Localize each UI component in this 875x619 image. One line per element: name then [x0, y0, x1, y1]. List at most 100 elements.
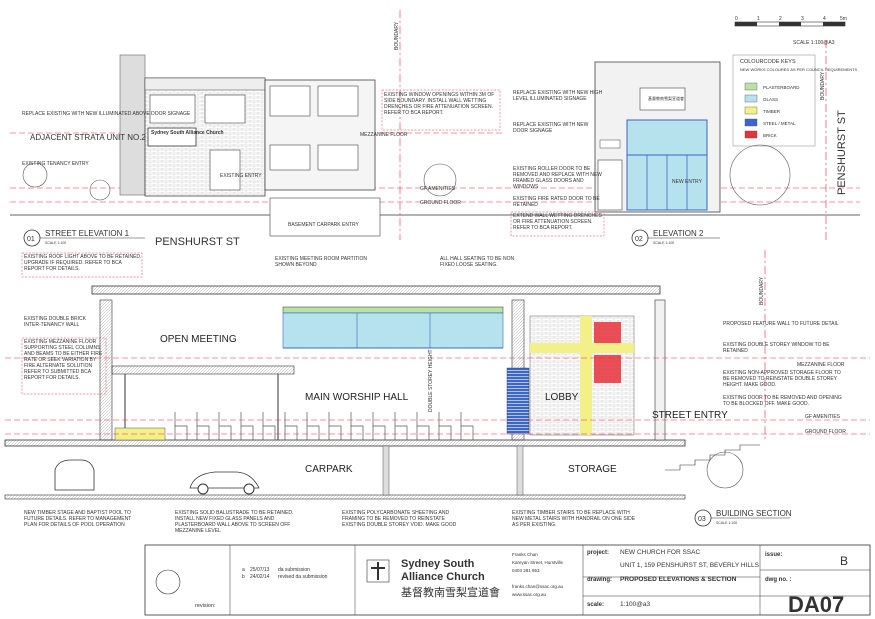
- church-name-cn: 基督教南雪梨宣道會: [401, 585, 500, 599]
- room-lobby: LOBBY: [545, 392, 579, 403]
- scale-label: scale:: [587, 602, 604, 608]
- room-worship-hall: MAIN WORSHIP HALL: [305, 392, 409, 403]
- title-block: revision: a 25/07/13 da submission b 24/02/1…: [144, 544, 871, 617]
- note-roof-light: EXISTING ROOF LIGHT ABOVE TO BE RETAINED…: [24, 254, 142, 272]
- church-name-2: Alliance Church: [401, 571, 485, 583]
- project-address: UNIT 1, 159 PENSHURST ST, BEVERLY HILLS: [620, 562, 760, 569]
- project-name: NEW CHURCH FOR SSAC: [620, 549, 700, 556]
- revision-date: 25/07/13: [250, 567, 270, 573]
- chair-icon: [174, 412, 188, 440]
- church-sign-text: Sydney South Alliance Church: [151, 130, 224, 136]
- drawing-label: drawing:: [587, 577, 612, 583]
- note-mezz-floor: EXISTING MEZZANINE FLOOR SUPPORTING STEE…: [24, 339, 103, 381]
- scale-tick-1: 1: [757, 16, 760, 22]
- colour-key-label: TIMBER: [763, 109, 781, 114]
- scale-tick-5: 5m: [840, 16, 847, 22]
- colour-key-label: BRICK: [763, 133, 777, 138]
- colour-key-label: PLASTERBOARD: [763, 85, 800, 90]
- project-label: project:: [587, 550, 609, 556]
- building-section: BOUNDARY OPEN MEETING MAIN WORSHIP HALL …: [4, 250, 870, 534]
- note-double-brick: EXISTING DOUBLE BRICK INTER-TENANCY WALL: [24, 316, 86, 328]
- chair-icon: [350, 412, 364, 440]
- room-double-storey: DOUBLE STOREY HEIGHT: [428, 349, 434, 412]
- chair-icon: [328, 412, 342, 440]
- section-scale: SCALE 1:100: [716, 521, 737, 525]
- chair-icon: [460, 412, 474, 440]
- scale-tick-3: 3: [801, 16, 804, 22]
- chair-icon: [196, 412, 210, 440]
- note-stairs: EXISTING TIMBER STAIRS TO BE REPLACE WIT…: [512, 510, 636, 528]
- colour-key: COLOURCODE KEYS NEW WORKS COLOURED AS PE…: [732, 54, 858, 147]
- contact-web: www.ssac.org.au: [512, 592, 547, 597]
- chair-icon: [218, 412, 232, 440]
- note-door-sign: REPLACE EXISTING WITH NEW DOOR SIGNAGE: [513, 122, 589, 134]
- colour-key-label: STEEL / METAL: [763, 121, 796, 126]
- note-tenancy-entry: EXISTING TENANCY ENTRY: [22, 161, 89, 167]
- contact-name: Franks Chan: [512, 552, 538, 557]
- church-name-1: Sydney South: [401, 558, 475, 570]
- scale-tick-2: 2: [779, 16, 782, 22]
- car-icon: [189, 471, 260, 489]
- chair-icon: [240, 412, 254, 440]
- note-balustrade: EXISTING SOLID BALUSTRADE TO BE RETAINED…: [175, 510, 294, 534]
- note-feature-wall: PROPOSED FEATURE WALL TO FUTURE DETAIL: [723, 321, 839, 327]
- elev1-scale: SCALE 1:100: [45, 241, 66, 245]
- elev2-chinese-sign: 基督教南雪梨宣道會: [648, 95, 684, 101]
- car-front-icon: [54, 459, 95, 491]
- note-ground-level: GROUND FLOOR: [805, 429, 846, 435]
- revision-date: 24/02/14: [250, 574, 270, 580]
- colour-key-title: COLOURCODE KEYS: [740, 59, 796, 65]
- note-roller-door: EXISTING ROLLER DOOR TO BE REMOVED AND R…: [513, 166, 602, 190]
- note-fire-door: EXISTING FIRE RATED DOOR TO BE RETAINED: [513, 196, 600, 208]
- issue-label: issue:: [765, 552, 782, 558]
- new-entry-label: NEW ENTRY: [672, 179, 703, 185]
- scale-tick-0: 0: [735, 16, 738, 22]
- note-high-sign: REPLACE EXISTING WITH NEW HIGH LEVEL ILL…: [513, 90, 603, 102]
- colour-key-subtitle: NEW WORKS COLOURED AS PER COUNCIL REQUIR…: [740, 67, 858, 72]
- note-mezz-floor-e1: MEZZANINE FLOOR: [360, 132, 408, 138]
- chair-icon: [438, 412, 452, 440]
- scale-tick-4: 4: [823, 16, 826, 22]
- revision-desc: da submission: [278, 567, 310, 573]
- note-carpark-entry: BASEMENT CARPARK ENTRY: [288, 222, 360, 228]
- elev2-num: 02: [635, 236, 643, 243]
- contact-addr: Kareyan Street, Hurstville: [512, 560, 564, 565]
- colour-swatch: [744, 82, 758, 91]
- chair-icon: [416, 412, 430, 440]
- colour-swatch: [744, 118, 758, 127]
- room-storage: STORAGE: [568, 464, 617, 475]
- elev2-title: ELEVATION 2: [653, 229, 704, 238]
- elev1-num: 01: [27, 236, 35, 243]
- elev1-boundary-label: BOUNDARY: [394, 21, 400, 50]
- note-replace-sign: REPLACE EXISTING WITH NEW ILLUMINATED AB…: [22, 111, 191, 117]
- revision-rev: b: [242, 574, 245, 580]
- colour-key-label: GLASS: [763, 97, 778, 102]
- revision-label: revision:: [195, 603, 216, 609]
- note-existing-entry: EXISTING ENTRY: [220, 173, 262, 179]
- section-title: BUILDING SECTION: [716, 509, 792, 518]
- note-mezz-level: MEZZANINE FLOOR: [797, 362, 845, 368]
- note-hall-seating: ALL HALL SEATING TO BE NON FIXED LOOSE S…: [440, 256, 515, 268]
- colour-swatch: [744, 130, 758, 139]
- chair-icon: [262, 412, 276, 440]
- note-storey-window: EXISTING DOUBLE STOREY WINDOW TO BE RETA…: [723, 342, 830, 354]
- issue-value: B: [840, 554, 848, 568]
- chair-icon: [394, 412, 408, 440]
- revision-rev: a: [242, 567, 245, 573]
- room-carpark: CARPARK: [305, 464, 353, 475]
- chair-icon: [372, 412, 386, 440]
- dwg-label: dwg no. :: [765, 577, 791, 583]
- colour-swatch: [744, 94, 758, 103]
- elev2-street: PENSHURST ST: [836, 110, 848, 195]
- elev1-street: PENSHURST ST: [155, 236, 240, 248]
- note-gf-amenities-e1: GF AMENITIES: [420, 186, 456, 192]
- note-door-removed: EXISTING DOOR TO BE REMOVED AND OPENING …: [723, 395, 842, 407]
- revision-desc: revised da submission: [278, 574, 328, 580]
- note-adjacent-strata: ADJACENT STRATA UNIT NO.2: [30, 133, 146, 142]
- room-street-entry: STREET ENTRY: [652, 410, 728, 421]
- scale-bar: 0 1 2 3 4 5m SCALE 1:100@A3: [734, 16, 847, 46]
- note-window-openings: EXISTING WINDOW OPENINGS WITHIN 3M OF SI…: [384, 92, 495, 116]
- note-meeting-partition: EXISTING MEETING ROOM PARTITION SHOWN BE…: [275, 256, 368, 268]
- street-elevation-1: Sydney South Alliance Church BOUNDARY RE…: [10, 10, 505, 248]
